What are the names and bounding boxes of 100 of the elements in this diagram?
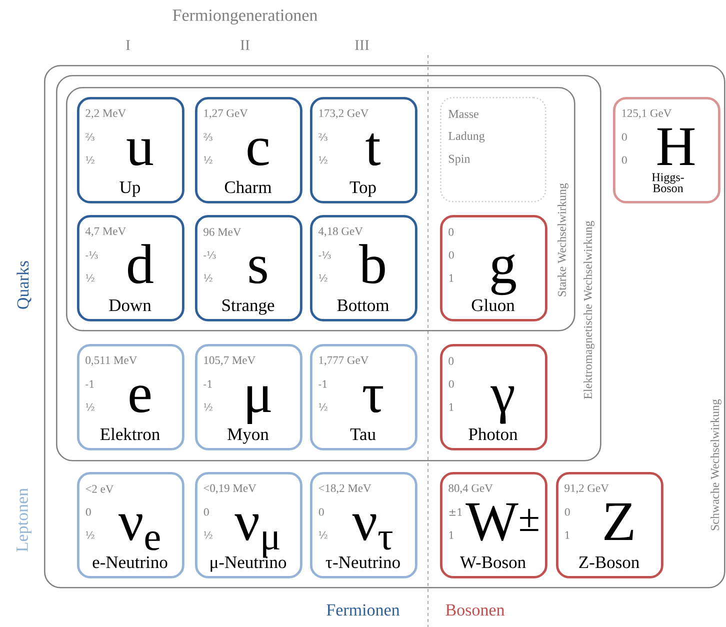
spin-value: 1 bbox=[449, 403, 454, 411]
spin-value: 1 bbox=[565, 531, 570, 539]
particle-card bbox=[77, 344, 184, 450]
mass-value: 105,7 MeV bbox=[204, 356, 256, 366]
mass-value: <0,19 MeV bbox=[204, 484, 256, 494]
particle-card bbox=[77, 215, 184, 322]
particle-card bbox=[440, 344, 548, 450]
particle-symbol: t bbox=[366, 133, 380, 166]
spin-value: ½ bbox=[204, 156, 212, 164]
particle-name: Gluon bbox=[472, 298, 515, 312]
particle-symbol: e bbox=[130, 386, 150, 413]
mass-value: <2 eV bbox=[86, 485, 114, 493]
particle-symbol: τ bbox=[362, 386, 384, 413]
particle-symbol: μ bbox=[248, 386, 271, 424]
particle-card bbox=[310, 472, 418, 578]
mass-value: 2,2 MeV bbox=[86, 109, 126, 119]
spin-value: ½ bbox=[86, 531, 94, 539]
particle-symbol: W$^{±}$ bbox=[466, 503, 538, 541]
particle-name: Bottom bbox=[337, 300, 389, 312]
particle-card bbox=[77, 97, 184, 204]
particle-name: Down bbox=[109, 300, 152, 312]
particle-symbol: c bbox=[248, 138, 269, 166]
particle-name: Myon bbox=[228, 428, 269, 444]
group-label: Leptonen bbox=[16, 488, 32, 552]
particle-card bbox=[310, 215, 418, 322]
charge-value: -⅓ bbox=[86, 251, 98, 259]
charge-value: -1 bbox=[86, 380, 94, 388]
mass-value: 173,2 GeV bbox=[319, 109, 369, 119]
particle-symbol: u bbox=[126, 139, 154, 166]
charge-value: 0 bbox=[318, 508, 324, 516]
particle-card bbox=[195, 97, 302, 204]
group-label: Bosonen bbox=[446, 604, 504, 616]
mass-value: 1,27 GeV bbox=[204, 109, 248, 119]
spin-value: ½ bbox=[204, 531, 212, 539]
particle-symbol: b bbox=[359, 244, 385, 284]
particle-card bbox=[613, 97, 720, 204]
charge-value: 0 bbox=[86, 508, 91, 516]
spin-value: ½ bbox=[318, 274, 328, 282]
charge-value: ±1 bbox=[449, 508, 462, 516]
particle-name: e-Neutrino bbox=[92, 556, 168, 568]
mass-value: 96 MeV bbox=[204, 228, 242, 236]
spin-value: ½ bbox=[86, 156, 94, 164]
particle-name: Elektron bbox=[100, 428, 160, 440]
particle-symbol: g bbox=[491, 254, 516, 296]
particle-name: Tau bbox=[350, 428, 376, 440]
mass-value: 1,777 GeV bbox=[319, 356, 369, 366]
charge-value: 0 bbox=[448, 251, 454, 259]
charge-value: -⅓ bbox=[204, 251, 216, 259]
particle-symbol: Z bbox=[604, 503, 634, 540]
particle-name: Strange bbox=[222, 299, 274, 315]
particle-card bbox=[310, 344, 418, 450]
mass-key: Masse bbox=[448, 110, 478, 118]
particle-symbol: s bbox=[249, 256, 267, 284]
charge-value: -1 bbox=[318, 380, 327, 388]
charge-key: Ladung bbox=[448, 132, 485, 142]
particle-symbol: ν$_{τ}$ bbox=[352, 514, 392, 550]
generation-label: I bbox=[126, 40, 130, 50]
particle-name: Top bbox=[350, 182, 376, 197]
mass-value: 0 bbox=[448, 357, 454, 365]
generation-label: III bbox=[355, 40, 369, 50]
spin-value: ½ bbox=[318, 531, 328, 539]
mass-value: 0,511 MeV bbox=[86, 356, 138, 366]
group-label: Fermionen bbox=[326, 604, 400, 616]
group-label: Quarks bbox=[16, 261, 32, 309]
particle-card bbox=[310, 97, 418, 204]
spin-value: ½ bbox=[86, 274, 94, 282]
particle-card bbox=[195, 215, 302, 322]
particle-card bbox=[77, 472, 184, 578]
particle-symbol: ν$_{μ}$ bbox=[234, 514, 280, 558]
mass-value: 125,1 GeV bbox=[622, 109, 672, 119]
particle-symbol: d bbox=[128, 244, 154, 284]
charge-value: 0 bbox=[622, 133, 627, 141]
charge-value: 0 bbox=[204, 508, 209, 516]
charge-value: -⅓ bbox=[318, 251, 331, 259]
particle-name: W-Boson bbox=[460, 556, 526, 568]
charge-value: ⅔ bbox=[318, 133, 328, 141]
particle-name: μ-Neutrino bbox=[210, 556, 286, 572]
spin-key: Spin bbox=[449, 154, 470, 166]
spin-value: 0 bbox=[622, 156, 627, 164]
spin-value: ½ bbox=[318, 403, 328, 411]
particle-name: Photon bbox=[468, 428, 518, 440]
particle-card bbox=[440, 215, 548, 322]
particle-symbol: H bbox=[657, 128, 695, 165]
particle-name: Higgs-Boson bbox=[652, 173, 684, 192]
spin-value: ½ bbox=[86, 403, 94, 411]
particle-card bbox=[556, 472, 664, 578]
spin-value: 1 bbox=[449, 274, 454, 282]
particle-name: τ-Neutrino bbox=[326, 556, 400, 568]
particle-name: Up bbox=[120, 182, 140, 197]
charge-value: ⅔ bbox=[86, 133, 94, 141]
charge-value: ⅔ bbox=[204, 133, 212, 141]
particle-name: Z-Boson bbox=[579, 556, 640, 568]
mass-value: 4,7 MeV bbox=[85, 227, 126, 237]
mass-value: <18,2 MeV bbox=[318, 484, 372, 494]
particle-card bbox=[195, 472, 302, 578]
spin-value: 1 bbox=[449, 531, 454, 539]
mass-value: 4,18 GeV bbox=[318, 227, 363, 237]
heading: Fermiongenerationen bbox=[172, 10, 318, 24]
particle-card bbox=[195, 344, 302, 450]
charge-value: -1 bbox=[204, 380, 212, 388]
